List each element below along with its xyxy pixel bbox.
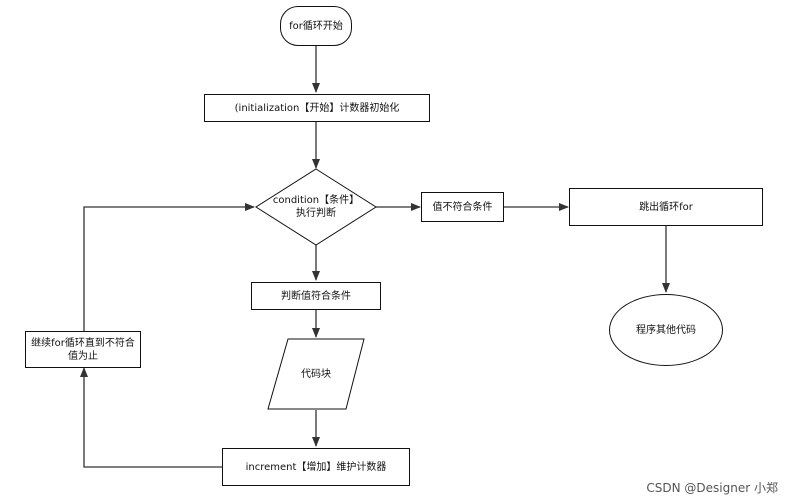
other-code-node-label: 程序其他代码	[636, 324, 696, 336]
match-node: 判断值符合条件	[251, 282, 381, 310]
not-match-node: 值不符合条件	[421, 192, 504, 222]
increment-node-label: increment【增加】维护计数器	[245, 461, 387, 473]
condition-line-2: 执行判断	[296, 208, 336, 219]
start-node-label: for循环开始	[289, 20, 343, 32]
start-node: for循环开始	[280, 6, 352, 46]
init-node-label: (initialization【开始】计数器初始化	[234, 102, 400, 114]
continue-loop-node: 继续for循环直到不符合值为止	[25, 331, 141, 368]
increment-node: increment【增加】维护计数器	[222, 448, 410, 486]
continue-loop-node-label: 继续for循环直到不符合值为止	[31, 337, 135, 362]
code-block-parallelogram	[267, 338, 365, 410]
exit-node: 跳出循环for	[569, 188, 763, 226]
not-match-node-label: 值不符合条件	[432, 201, 493, 213]
code-block-label: 代码块	[301, 368, 331, 380]
exit-node-label: 跳出循环for	[639, 201, 693, 213]
match-node-label: 判断值符合条件	[281, 290, 351, 302]
arrow-increment-to-continue	[80, 367, 222, 468]
condition-diamond	[255, 168, 377, 246]
arrow-continue-to-condition	[83, 203, 255, 331]
watermark: CSDN @Designer 小郑	[646, 481, 778, 495]
init-node: (initialization【开始】计数器初始化	[204, 94, 430, 122]
condition-line-1: condition【条件】	[272, 195, 360, 206]
other-code-node: 程序其他代码	[609, 294, 723, 366]
condition-node-label: condition【条件】 执行判断	[256, 188, 376, 226]
